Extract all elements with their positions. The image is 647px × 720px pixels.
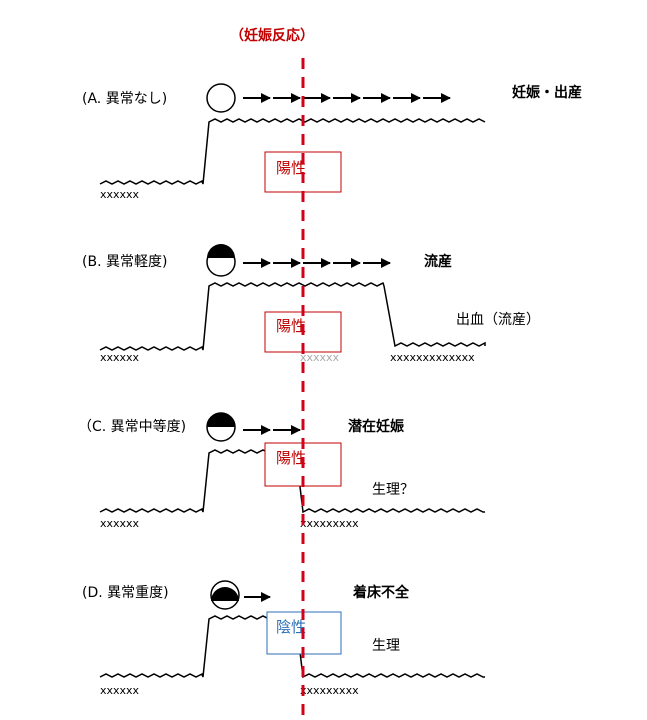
note-b: 出血（流産）: [456, 312, 540, 328]
endometrium-line-a: [99, 118, 486, 185]
shed-mark-c: xxxxxx: [100, 517, 140, 530]
shed-mark-d: xxxxxx: [100, 684, 140, 697]
test-result-c: 陽性: [276, 449, 306, 467]
embryo-circle-a: [206, 83, 236, 113]
header-title: （妊娠反応）: [230, 27, 314, 44]
test-result-a: 陽性: [276, 159, 306, 177]
case-label-b: (B. 異常軽度): [82, 254, 167, 270]
row-c: （C. 異常中等度) 潜在妊娠 陽性 生理？ xxxxxx xxxxxxxxx: [78, 412, 485, 530]
shed-mark-b-after: xxxxxxxxxxxxx: [390, 351, 475, 364]
note-c: 生理？: [372, 482, 414, 498]
case-label-c: （C. 異常中等度): [78, 418, 186, 435]
endometrium-line-b: [99, 281, 486, 351]
case-label-d: (D. 異常重度): [82, 585, 169, 601]
outcome-c: 潜在妊娠: [348, 418, 405, 435]
outcome-a: 妊娠・出産: [512, 84, 582, 101]
test-result-d: 陰性: [276, 618, 306, 636]
case-label-a: (A. 異常なし): [82, 91, 167, 107]
test-result-b: 陽性: [276, 317, 306, 335]
shed-mark-c-after: xxxxxxxxx: [300, 517, 359, 530]
outcome-d: 着床不全: [352, 584, 410, 601]
note-d: 生理: [372, 638, 400, 654]
shed-mark-b: xxxxxx: [100, 351, 140, 364]
shed-mark-a: xxxxxx: [100, 188, 140, 201]
row-b: (B. 異常軽度) 流産 陽性 出血（流産） xxxxxx xxxxxx xxx…: [82, 244, 540, 364]
embryo-fill-b: [207, 244, 235, 258]
shed-mark-b-faint: xxxxxx: [300, 351, 340, 364]
row-a: (A. 異常なし) 妊娠・出産 陽性 xxxxxx: [82, 83, 582, 201]
shed-mark-d-after: xxxxxxxxx: [300, 684, 359, 697]
outcome-b: 流産: [424, 253, 452, 270]
embryo-fill-c: [207, 413, 235, 427]
embryo-fill-d: [211, 587, 239, 601]
row-d: (D. 異常重度) 着床不全 陰性 生理 xxxxxx xxxxxxxxx: [82, 580, 485, 697]
